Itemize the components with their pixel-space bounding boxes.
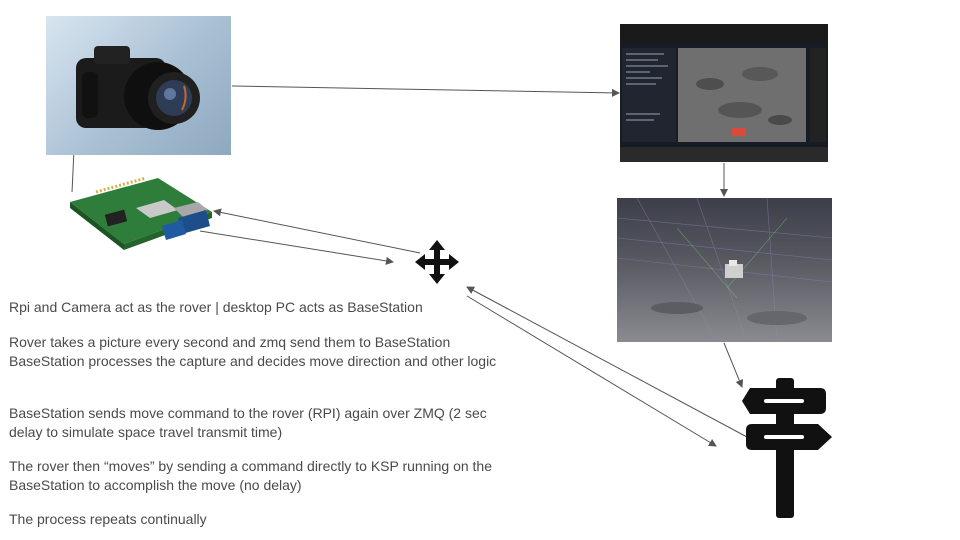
description-line-1: Rpi and Camera act as the rover | deskto… — [9, 299, 423, 315]
description-line-3: BaseStation sends move command to the ro… — [9, 405, 487, 440]
description-line-2: Rover takes a picture every second and z… — [9, 334, 497, 369]
description-line-5: The process repeats continually — [9, 511, 207, 527]
raspberry-pi-board — [66, 172, 214, 258]
monitor-moon-surface-photo — [620, 24, 828, 162]
pi-to-move-arrow — [199, 230, 394, 265]
processed-terrain-image — [617, 198, 832, 342]
camera-photo — [46, 16, 231, 155]
move-to-pi-arrow — [213, 208, 421, 254]
signpost-icon — [740, 378, 834, 518]
description-line-4: The rover then “moves” by sending a comm… — [9, 458, 492, 493]
move-arrows-icon — [415, 240, 459, 284]
camera-to-monitor-arrow — [231, 85, 620, 97]
